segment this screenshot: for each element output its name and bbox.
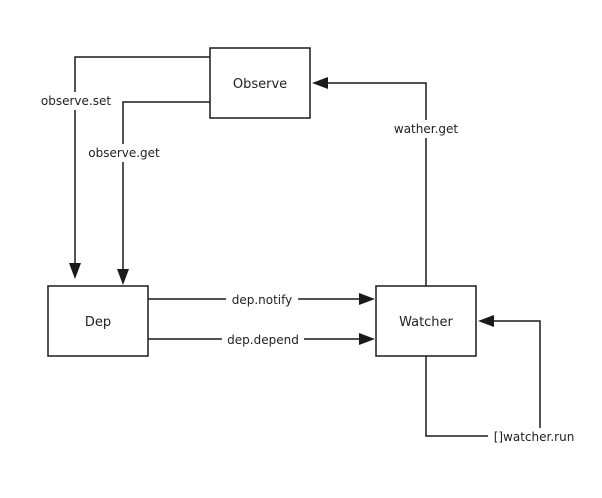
arrowhead-wather-get xyxy=(312,77,328,89)
arrowhead-watcher-run xyxy=(478,315,494,327)
node-dep-box xyxy=(47,285,149,357)
label-observe-set-text: observe.set xyxy=(41,94,111,108)
label-dep-notify-text: dep.notify xyxy=(232,293,293,307)
node-dep-label: Dep xyxy=(85,315,111,330)
label-dep-notify: dep.notify xyxy=(226,291,298,308)
node-observe: Observe xyxy=(209,47,311,119)
label-wather-get-text: wather.get xyxy=(394,122,459,136)
edge-wather-get xyxy=(325,82,427,286)
arrowhead-dep-notify xyxy=(359,293,375,305)
edge-observe-get xyxy=(122,101,210,272)
label-wather-get: wather.get xyxy=(388,120,464,138)
label-observe-set: observe.set xyxy=(38,92,116,110)
node-dep: Dep xyxy=(47,285,149,357)
node-observe-label: Observe xyxy=(233,77,287,92)
label-dep-depend: dep.depend xyxy=(222,331,304,348)
node-observe-box xyxy=(209,47,311,119)
node-watcher: Watcher xyxy=(375,285,477,357)
arrowhead-dep-depend xyxy=(359,333,375,345)
label-observe-get-text: observe.get xyxy=(88,146,160,160)
node-watcher-label: Watcher xyxy=(399,315,453,330)
label-dep-depend-text: dep.depend xyxy=(227,333,299,347)
edge-observe-set xyxy=(74,56,210,266)
arrowhead-observe-get xyxy=(117,269,129,285)
label-watcher-run: []watcher.run xyxy=(488,428,584,445)
label-watcher-run-text: []watcher.run xyxy=(494,430,575,444)
node-watcher-box xyxy=(375,285,477,357)
label-observe-get: observe.get xyxy=(84,144,164,162)
arrowhead-observe-set xyxy=(69,263,81,279)
